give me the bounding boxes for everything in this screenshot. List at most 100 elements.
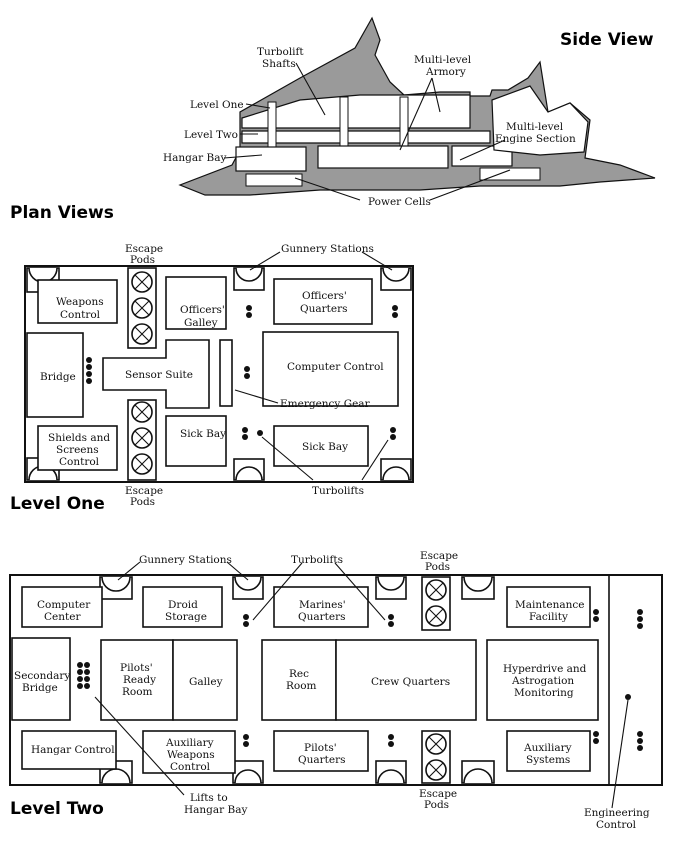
label-pilots-ready-room: Pilots' [120,662,153,674]
escape-pod-icon [425,759,447,781]
leader-line [361,251,393,271]
label-bridge: Bridge [40,371,76,383]
turbolift-icon [388,614,394,627]
label-lifts-to-hangar-bay: Hangar Bay [184,804,247,816]
side-view-turbolift-shaft [339,96,349,148]
label-emergency-gear: Emergency Gear [280,398,371,410]
turbolift-icon [390,427,396,440]
room-pilots-ready-room [100,639,174,721]
label-auxiliary-weapons-control: Control [170,761,211,773]
room-sick-bay-left [165,415,227,467]
gunnery-station [375,576,407,600]
room-marines-quarters [273,586,369,628]
label-hyperdrive-astrogation: Astrogation [511,675,574,687]
label-multi-level-armory: Armory [425,66,466,78]
turbolift-icon [392,305,398,318]
label-rec-room: Rec [289,668,309,680]
level-two-plan [9,561,663,809]
escape-pod-icon [425,579,447,601]
label-droid-storage: Droid [168,599,198,611]
label-hyperdrive-astrogation: Hyperdrive and [503,663,587,675]
turbolift-icon [242,427,248,440]
turbolift-icon [388,734,394,747]
label-rec-room: Room [286,680,317,692]
plan-views-heading: Plan Views [10,203,114,223]
gunnery-station [233,458,265,481]
room-computer-control [262,331,399,407]
level-one-heading: Level One [10,494,105,514]
label-turbolift-shafts: Turbolift [257,46,304,58]
turbolift-icon [257,430,263,436]
leader-line [459,139,506,161]
leader-line [294,177,361,201]
label-marines-quarters: Quarters [298,611,346,623]
label-auxiliary-systems: Auxiliary [523,742,572,754]
label-maintenance-facility: Facility [529,611,568,623]
room-weapons-control [37,279,118,324]
label-gunnery-stations: Gunnery Stations [281,243,374,255]
turbolift-icon [86,357,92,384]
leader-line [223,154,263,159]
label-engine-section: Engine Section [495,133,576,145]
escape-pod-icon [131,297,153,319]
label-officers-galley: Officers' [180,304,225,316]
label-computer-control: Computer Control [287,361,384,373]
leader-line [234,389,279,404]
label-auxiliary-weapons-control: Auxiliary [165,737,214,749]
room-droid-storage [142,586,223,628]
turbolift-icon [246,305,252,318]
gunnery-station [232,760,264,784]
turbolift-icon [243,614,249,627]
label-escape-pods: Escape [419,788,457,800]
room-officers-quarters [273,278,373,325]
label-level-two: Level Two [184,129,238,141]
leader-line [249,251,281,271]
label-shields-screens-control: Screens [56,444,99,456]
label-gunnery-stations: Gunnery Stations [139,554,232,566]
gunnery-station [375,760,407,784]
label-power-cells: Power Cells [368,196,431,208]
side-view-engine-section [491,85,589,156]
room-sick-bay-right [273,425,369,467]
leader-line [94,696,185,796]
label-engineering-control: Control [596,819,637,831]
label-weapons-control: Control [60,309,101,321]
label-escape-pods: Escape [125,243,163,255]
leader-line [117,561,141,581]
turbolift-icon [593,731,599,744]
room-crew-quarters [335,639,477,721]
side-view-turbolift-shaft [267,101,277,148]
gunnery-station [461,576,495,600]
side-view-diagram [178,16,656,201]
room-secondary-bridge [11,637,71,721]
escape-pod-icon [131,271,153,293]
room-sensor-suite [102,339,210,409]
label-galley: Galley [189,676,223,688]
label-sick-bay: Sick Bay [180,428,226,440]
label-pilots-quarters: Quarters [298,754,346,766]
label-maintenance-facility: Maintenance [515,599,584,611]
label-officers-quarters: Quarters [300,303,348,315]
side-view-heading: Side View [560,30,654,50]
side-view-power-cell [245,173,303,187]
room-bridge [26,332,84,418]
leader-line [429,169,511,201]
escape-pod-icon [131,323,153,345]
level-two-heading: Level Two [10,799,104,819]
side-view-level-two-deck [241,130,491,144]
label-officers-quarters: Officers' [302,290,347,302]
label-marines-quarters: Marines' [299,599,346,611]
label-pilots-ready-room: Room [122,686,153,698]
label-turbolifts: Turbolifts [291,554,343,566]
label-officers-galley: Galley [184,317,218,329]
turbolift-icon [637,609,643,629]
gunnery-station [232,576,264,600]
leader-line [245,103,271,109]
room-shields-and-screens [37,425,118,471]
level-one-plan [24,251,414,483]
label-escape-pods: Pods [130,496,155,508]
label-sick-bay: Sick Bay [302,441,348,453]
side-view-turbolift-shaft [399,96,409,148]
turbolift-icon [243,734,249,747]
room-officers-galley [165,276,227,330]
